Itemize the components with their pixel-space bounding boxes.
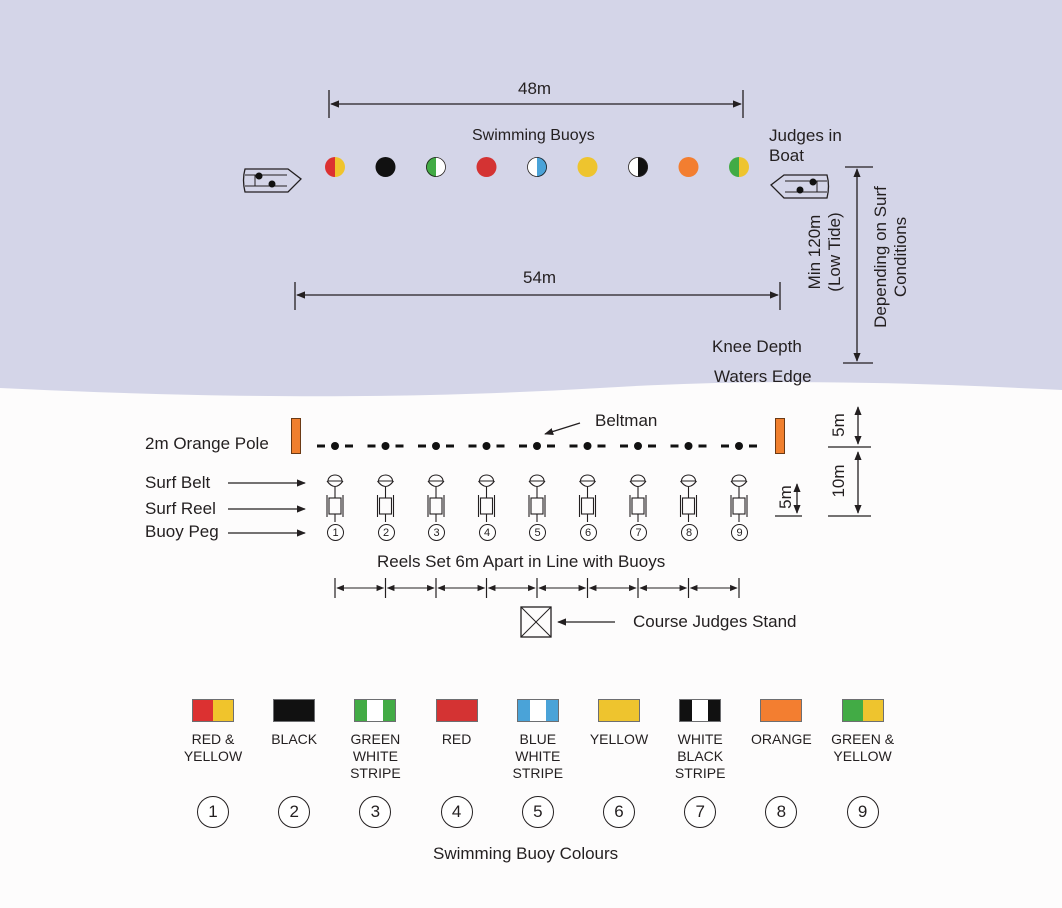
knee-depth-label: Knee Depth bbox=[712, 337, 802, 356]
depending-line2: Conditions bbox=[891, 216, 910, 298]
beltman-arrow bbox=[544, 422, 581, 436]
swimming-buoy-5 bbox=[527, 157, 547, 177]
swimming-buoy-4 bbox=[476, 157, 497, 177]
beltman-line bbox=[317, 442, 757, 450]
dimension-48m bbox=[328, 90, 744, 118]
swimming-buoys-label: Swimming Buoys bbox=[472, 127, 595, 144]
swimming-buoy-2 bbox=[375, 157, 396, 177]
legend-swatch-9 bbox=[841, 699, 884, 722]
legend-number-9: 9 bbox=[846, 796, 879, 828]
legend-label-8: ORANGE bbox=[751, 731, 812, 747]
reels-apart-label: Reels Set 6m Apart in Line with Buoys bbox=[377, 552, 666, 571]
depending-on-surf-label: Depending on Surf Conditions bbox=[871, 167, 911, 347]
swimming-buoy-9 bbox=[729, 157, 749, 177]
legend-number-8: 8 bbox=[765, 796, 798, 828]
surf-reel-5 bbox=[528, 474, 546, 522]
depending-line1: Depending on Surf bbox=[871, 186, 890, 328]
course-judges-stand-icon bbox=[520, 606, 552, 638]
legend-label-9: GREEN &YELLOW bbox=[831, 731, 895, 764]
surf-reel-1 bbox=[326, 474, 344, 522]
water-area bbox=[0, 0, 1062, 397]
buoy-peg-7: 7 bbox=[630, 524, 647, 541]
beltman-label: Beltman bbox=[595, 411, 658, 430]
legend-swatch-1 bbox=[192, 699, 234, 722]
legend-number-4: 4 bbox=[440, 796, 473, 828]
surf-reel-7 bbox=[629, 474, 647, 522]
legend-label-4: RED bbox=[441, 731, 472, 747]
legend-swatch-5 bbox=[516, 699, 559, 722]
legend-title: Swimming Buoy Colours bbox=[433, 844, 619, 863]
legend-swatch-2 bbox=[273, 699, 316, 722]
surf-reel-8 bbox=[679, 474, 698, 522]
legend-swatch-7 bbox=[679, 699, 722, 722]
legend-number-5: 5 bbox=[521, 796, 554, 828]
buoy-peg-5: 5 bbox=[529, 524, 546, 541]
buoy-peg-4: 4 bbox=[478, 524, 496, 541]
course-judges-stand-label: Course Judges Stand bbox=[633, 612, 797, 631]
buoy-peg-label: Buoy Peg bbox=[145, 522, 219, 541]
legend-number-6: 6 bbox=[603, 796, 635, 828]
min-120m-line2: (Low Tide) bbox=[825, 212, 844, 292]
dimension-5m-top-label: 5m bbox=[829, 413, 848, 437]
legend-number-1: 1 bbox=[197, 796, 229, 828]
dimension-48m-label: 48m bbox=[518, 79, 552, 98]
orange-pole-right bbox=[775, 418, 785, 454]
reel-spacing-dimensions bbox=[334, 578, 740, 598]
legend-number-3: 3 bbox=[359, 796, 392, 828]
swimming-buoy-8 bbox=[678, 157, 699, 177]
buoy-peg-1: 1 bbox=[327, 524, 344, 541]
legend-swatch-6 bbox=[598, 699, 640, 722]
surf-reel-3 bbox=[427, 474, 445, 522]
judges-in-boat-label-line1: Judges in bbox=[769, 126, 842, 145]
min-120m-line1: Min 120m bbox=[805, 214, 824, 290]
dimension-depth bbox=[843, 166, 873, 364]
surf-reels bbox=[326, 474, 748, 522]
dimension-54m-label: 54m bbox=[523, 268, 557, 287]
dimension-5m-small-label: 5m bbox=[776, 485, 795, 509]
boat-icon-right bbox=[770, 174, 830, 199]
buoy-peg-2: 2 bbox=[377, 524, 395, 541]
swimming-buoy-3 bbox=[426, 157, 446, 177]
surf-reel-label: Surf Reel bbox=[145, 499, 216, 518]
dimension-10m-label: 10m bbox=[829, 464, 848, 498]
surf-reel-4 bbox=[477, 474, 496, 522]
legend-label-2: BLACK bbox=[271, 731, 318, 747]
dimension-54m bbox=[294, 282, 781, 310]
legend-label-1: RED &YELLOW bbox=[183, 731, 243, 764]
judges-in-boat-label-line2: Boat bbox=[769, 146, 804, 165]
buoy-peg-8: 8 bbox=[680, 524, 698, 541]
surf-reel-2 bbox=[376, 474, 395, 522]
surf-belt-label: Surf Belt bbox=[145, 473, 211, 492]
legend-number-7: 7 bbox=[684, 796, 717, 828]
buoy-peg-3: 3 bbox=[428, 524, 445, 541]
surf-reel-6 bbox=[578, 474, 597, 522]
dimension-5m-10m bbox=[775, 406, 871, 517]
boat-icon-left bbox=[242, 168, 302, 193]
orange-pole-label: 2m Orange Pole bbox=[145, 434, 269, 453]
orange-pole-left bbox=[291, 418, 301, 454]
surf-reel-9 bbox=[730, 474, 748, 522]
legend-swatch-3 bbox=[354, 699, 397, 722]
swimming-buoy-7 bbox=[628, 157, 648, 177]
min-120m-label: Min 120m (Low Tide) bbox=[805, 192, 845, 312]
legend-swatch-8 bbox=[760, 699, 803, 722]
legend-swatch-4 bbox=[435, 699, 478, 722]
waters-edge-label: Waters Edge bbox=[714, 367, 812, 386]
legend-label-6: YELLOW bbox=[589, 731, 649, 747]
swimming-buoy-1 bbox=[325, 157, 345, 177]
buoy-peg-6: 6 bbox=[579, 524, 597, 541]
swimming-buoy-6 bbox=[577, 157, 598, 177]
buoy-peg-9: 9 bbox=[731, 524, 748, 541]
swimming-buoys-row bbox=[325, 157, 749, 177]
legend-number-2: 2 bbox=[278, 796, 311, 828]
